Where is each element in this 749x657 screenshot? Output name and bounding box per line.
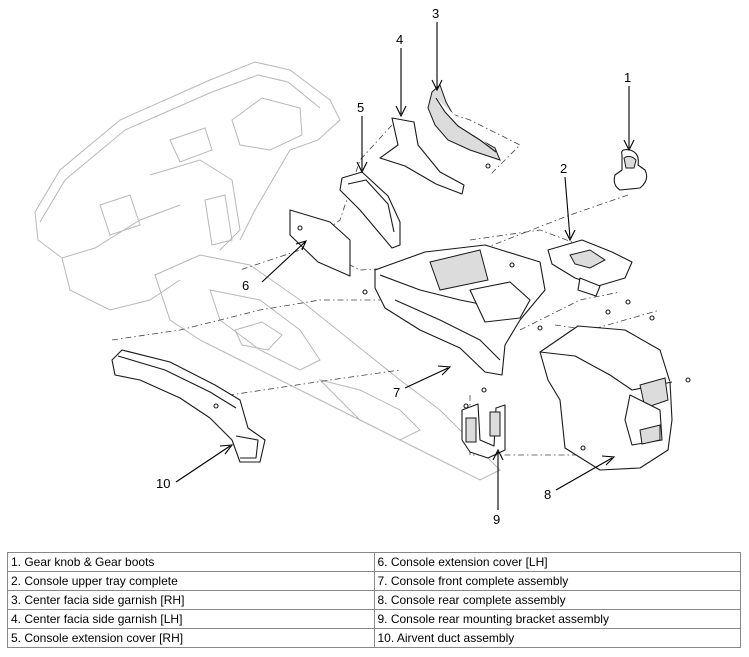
dashboard-ghost-outline bbox=[34, 61, 501, 481]
rear-mounting-bracket-part bbox=[461, 403, 506, 459]
console-extension-cover-lh-part bbox=[289, 209, 351, 277]
console-front-assembly-part bbox=[374, 244, 546, 376]
center-facia-garnish-lh-part bbox=[379, 117, 465, 195]
callout-numbers: 1 2 3 4 5 6 7 8 9 10 bbox=[156, 6, 631, 527]
legend-row: 4. Center facia side garnish [LH] 9. Con… bbox=[7, 609, 741, 629]
callout-5: 5 bbox=[357, 100, 364, 115]
exploded-parts-diagram: 1 2 3 4 5 6 7 8 9 10 bbox=[34, 6, 691, 527]
callout-6: 6 bbox=[242, 278, 249, 293]
leader-lines bbox=[175, 22, 635, 510]
legend-item-4: 4. Center facia side garnish [LH] bbox=[7, 609, 375, 629]
center-facia-garnish-rh-part bbox=[427, 84, 501, 161]
legend-row: 3. Center facia side garnish [RH] 8. Con… bbox=[7, 590, 741, 610]
callout-1: 1 bbox=[624, 70, 631, 85]
legend-item-6: 6. Console extension cover [LH] bbox=[373, 552, 741, 572]
legend-item-9: 9. Console rear mounting bracket assembl… bbox=[373, 609, 741, 629]
callout-3: 3 bbox=[432, 6, 439, 21]
callout-7: 7 bbox=[393, 385, 400, 400]
legend-item-3: 3. Center facia side garnish [RH] bbox=[7, 590, 375, 610]
fasteners bbox=[213, 163, 691, 451]
callout-4: 4 bbox=[396, 32, 403, 47]
airvent-duct-part bbox=[111, 349, 266, 463]
callout-10: 10 bbox=[156, 476, 170, 491]
legend-item-5: 5. Console extension cover [RH] bbox=[7, 628, 375, 648]
callout-9: 9 bbox=[493, 512, 500, 527]
legend-item-8: 8. Console rear complete assembly bbox=[373, 590, 741, 610]
legend-row: 5. Console extension cover [RH] 10. Airv… bbox=[7, 628, 741, 648]
callout-2: 2 bbox=[560, 161, 567, 176]
gear-knob-part bbox=[613, 149, 648, 191]
console-upper-tray-part bbox=[547, 239, 633, 297]
legend-item-1: 1. Gear knob & Gear boots bbox=[7, 552, 375, 572]
legend-row: 2. Console upper tray complete 7. Consol… bbox=[7, 571, 741, 591]
legend-item-2: 2. Console upper tray complete bbox=[7, 571, 375, 591]
legend-item-7: 7. Console front complete assembly bbox=[373, 571, 741, 591]
console-rear-assembly-part bbox=[539, 325, 673, 471]
legend-row: 1. Gear knob & Gear boots 6. Console ext… bbox=[7, 552, 741, 572]
callout-8: 8 bbox=[544, 487, 551, 502]
console-extension-cover-rh-part bbox=[339, 171, 401, 249]
parts-legend-table: 1. Gear knob & Gear boots 6. Console ext… bbox=[7, 552, 741, 648]
legend-item-10: 10. Airvent duct assembly bbox=[373, 628, 741, 648]
